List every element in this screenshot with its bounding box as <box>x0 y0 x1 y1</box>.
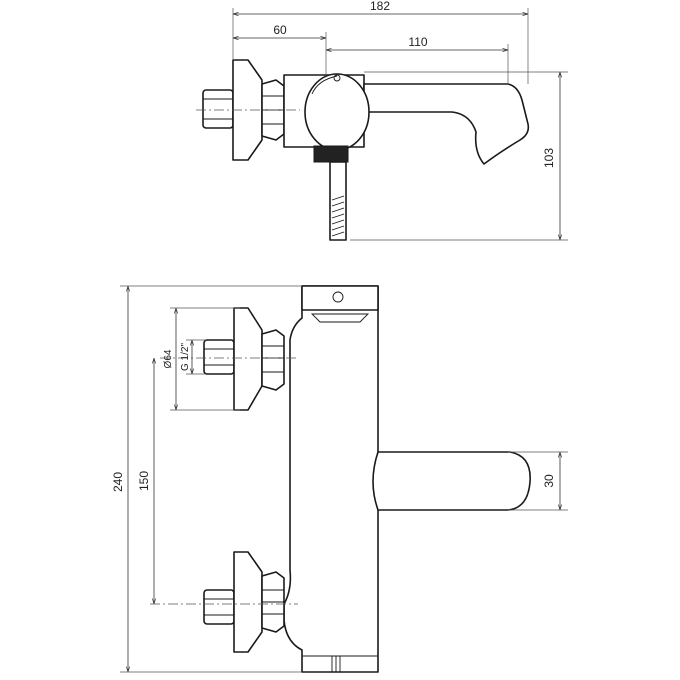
dim-overall-width: 240 <box>111 472 125 492</box>
front-cap-screw <box>332 291 344 303</box>
dim-spout-projection: 110 <box>408 35 427 49</box>
front-spout <box>372 451 531 511</box>
dim-spout-width: 30 <box>542 474 556 488</box>
front-top-cap <box>301 285 379 311</box>
top-control-knob <box>304 73 370 151</box>
dim-flange-diameter: Ø64 <box>163 349 174 368</box>
dim-overall-depth: 182 <box>370 0 390 13</box>
top-spout <box>363 83 530 165</box>
dim-top-view-height: 103 <box>542 148 556 168</box>
top-wall-flange <box>232 59 263 161</box>
top-view: 182 60 110 103 <box>196 0 568 241</box>
dim-thread-size: G 1/2" <box>180 343 191 371</box>
top-diverter-nut <box>313 145 349 163</box>
front-lower-inlet <box>150 551 298 653</box>
front-upper-inlet <box>160 307 298 411</box>
dim-wall-to-body: 60 <box>273 23 287 37</box>
dim-inlet-centers: 150 <box>137 471 151 491</box>
front-view: 30 240 <box>111 285 568 673</box>
top-inlet-pipe <box>202 89 234 129</box>
front-mixer-body <box>283 285 379 673</box>
